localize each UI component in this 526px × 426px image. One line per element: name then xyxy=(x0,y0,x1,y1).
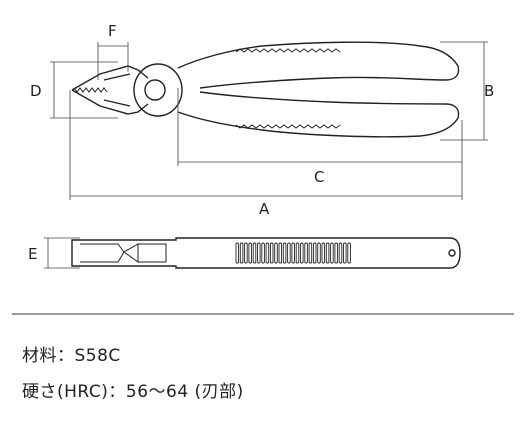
jaw-serration xyxy=(73,87,108,93)
grip-slot xyxy=(257,242,261,264)
dimension-lines xyxy=(44,41,488,269)
dim-label-c: C xyxy=(314,168,324,186)
grip-slot xyxy=(338,242,343,264)
handle-lower xyxy=(177,91,460,138)
grip-slot xyxy=(304,242,308,264)
grip-slot xyxy=(278,242,283,264)
grip-slot xyxy=(261,242,265,264)
grip-slot xyxy=(248,242,252,264)
dim-label-b: B xyxy=(484,82,494,100)
grip-slot xyxy=(330,242,334,264)
grip-notches-upper xyxy=(235,48,341,53)
side-pivot-block xyxy=(138,243,167,263)
dim-label-a: A xyxy=(259,200,270,218)
grip-slot xyxy=(343,242,347,264)
grip-slot xyxy=(347,242,351,264)
dim-label-d: D xyxy=(30,82,42,100)
pivot-rivet xyxy=(144,79,166,101)
grip-slot xyxy=(295,242,300,264)
grip-slot xyxy=(274,242,278,264)
grip-slot xyxy=(321,242,326,264)
grip-slot xyxy=(269,242,274,264)
side-end-hole xyxy=(448,249,456,257)
grip-slot xyxy=(308,242,313,264)
handle-upper xyxy=(177,41,460,89)
pivot-head xyxy=(133,63,183,117)
side-jaw-taper xyxy=(80,243,139,263)
grip-slot xyxy=(252,242,257,264)
pliers-side-view xyxy=(71,237,461,269)
grip-slot xyxy=(317,242,321,264)
spec-material: 材料：S58C xyxy=(22,346,121,366)
grip-slot xyxy=(282,242,287,264)
grip-slot xyxy=(325,242,330,264)
jaw-cutting-edge xyxy=(103,73,131,107)
grip-slot xyxy=(300,242,304,264)
grip-slot xyxy=(334,242,338,264)
side-outline xyxy=(71,237,461,269)
grip-slot xyxy=(265,242,270,264)
grip-slot xyxy=(235,242,240,264)
grip-slot xyxy=(239,242,244,264)
grip-slot xyxy=(287,242,291,264)
grip-notches-lower xyxy=(235,124,341,129)
side-grip-slots xyxy=(235,242,351,264)
grip-slot xyxy=(244,242,248,264)
spec-hardness: 硬さ(HRC)：56〜64 (刃部) xyxy=(22,382,244,402)
grip-slot xyxy=(291,242,295,264)
pliers-top-view xyxy=(71,41,460,138)
dim-label-e: E xyxy=(28,245,37,263)
grip-slot xyxy=(312,242,317,264)
dim-label-f: F xyxy=(108,22,117,40)
